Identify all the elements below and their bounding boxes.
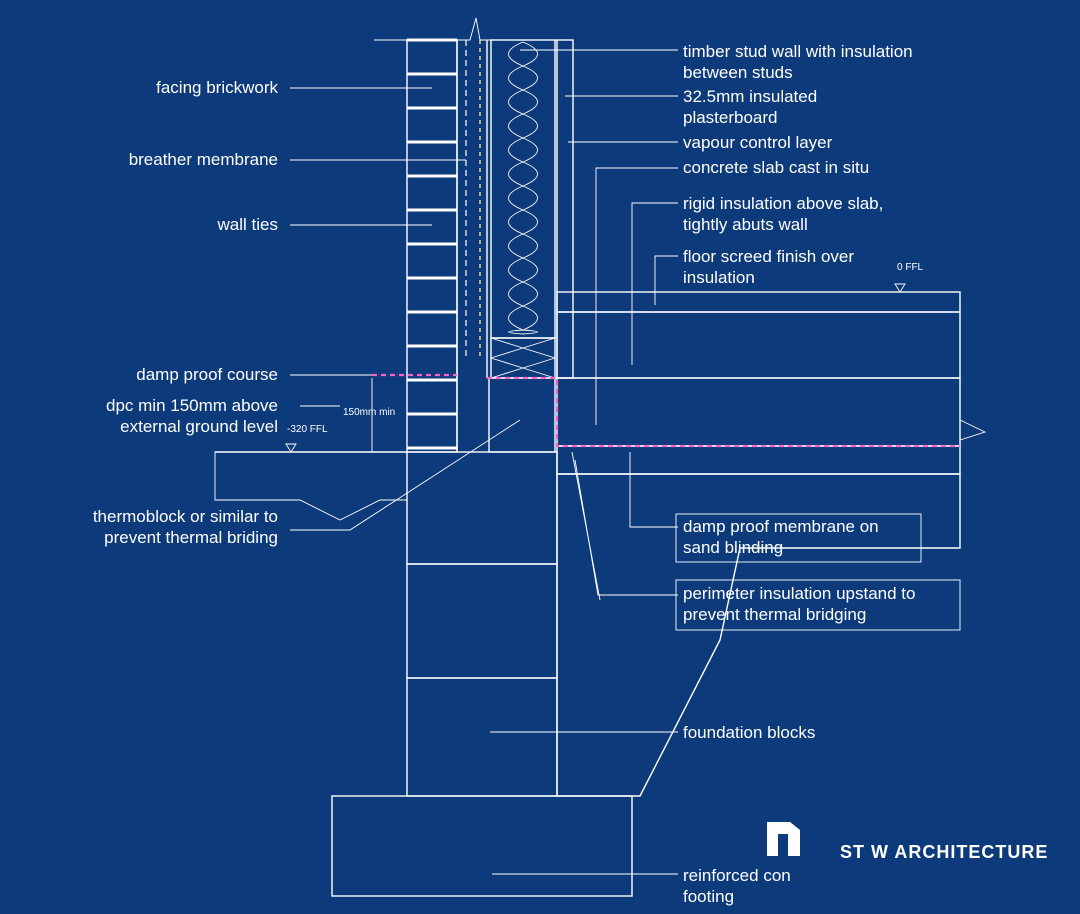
label-dpc-min-line1: dpc min 150mm above — [106, 396, 278, 415]
level-zero-marker: 0 FFL — [894, 262, 924, 293]
dimension-150mm: 150mm min — [343, 378, 395, 452]
label-perimeter-line1: perimeter insulation upstand to — [683, 584, 915, 603]
label-plasterboard-line1: 32.5mm insulated — [683, 87, 817, 106]
facing-brick-leaf — [406, 38, 458, 453]
label-facing-brickwork: facing brickwork — [156, 78, 278, 97]
label-timber-stud-line1: timber stud wall with insulation — [683, 42, 913, 61]
external-ground — [214, 451, 408, 521]
label-wall-ties: wall ties — [217, 215, 278, 234]
label-breather-membrane: breather membrane — [129, 150, 278, 169]
label-plasterboard-line2: plasterboard — [683, 108, 778, 127]
timber-stud-wall — [490, 39, 556, 379]
label-reinforced-line2: footing — [683, 887, 734, 906]
label-concrete-slab: concrete slab cast in situ — [683, 158, 869, 177]
dimension-150mm-label: 150mm min — [343, 407, 395, 418]
wall-break-line — [374, 17, 560, 41]
sand-blinding — [556, 445, 961, 475]
floor-screed — [556, 291, 961, 313]
label-vapour-control: vapour control layer — [683, 133, 833, 152]
brand-watermark: ST W ARCHITECTURE — [767, 822, 1048, 862]
label-floor-screed-line2: insulation — [683, 268, 755, 287]
brand-name: ST W ARCHITECTURE — [840, 842, 1048, 862]
label-dpm-line1: damp proof membrane on — [683, 517, 879, 536]
label-reinforced-line1: reinforced con — [683, 866, 791, 885]
label-foundation-blocks: foundation blocks — [683, 723, 815, 742]
reinforced-concrete-footing — [331, 795, 633, 897]
thermoblock — [488, 377, 556, 453]
dpm-line — [487, 376, 960, 448]
label-rigid-insulation-line1: rigid insulation above slab, — [683, 194, 883, 213]
rigid-insulation — [556, 311, 961, 379]
label-dpc-min-line2: external ground level — [120, 417, 278, 436]
level-minus-marker: -320 FFL — [285, 424, 328, 453]
foundation-blocks — [406, 451, 558, 797]
dpm-label-box — [675, 513, 922, 563]
label-timber-stud-line2: between studs — [683, 63, 793, 82]
label-damp-proof-course: damp proof course — [136, 365, 278, 384]
label-floor-screed-line1: floor screed finish over — [683, 247, 854, 266]
label-thermoblock-line1: thermoblock or similar to — [93, 507, 278, 526]
label-perimeter-line2: prevent thermal bridging — [683, 605, 866, 624]
right-leaders — [490, 49, 678, 875]
concrete-slab — [556, 377, 961, 447]
ffl-minus-label: -320 FFL — [287, 424, 328, 435]
label-dpm-line2: sand blinding — [683, 538, 783, 557]
perimeter-label-box — [675, 579, 961, 631]
label-thermoblock-line2: prevent thermal briding — [104, 528, 278, 547]
ffl-zero-label: 0 FFL — [897, 262, 924, 273]
left-leaders — [290, 87, 521, 531]
label-rigid-insulation-line2: tightly abuts wall — [683, 215, 808, 234]
brand-logo-icon — [767, 822, 800, 856]
slab-break-line — [959, 419, 987, 441]
insulated-plasterboard — [556, 39, 574, 379]
